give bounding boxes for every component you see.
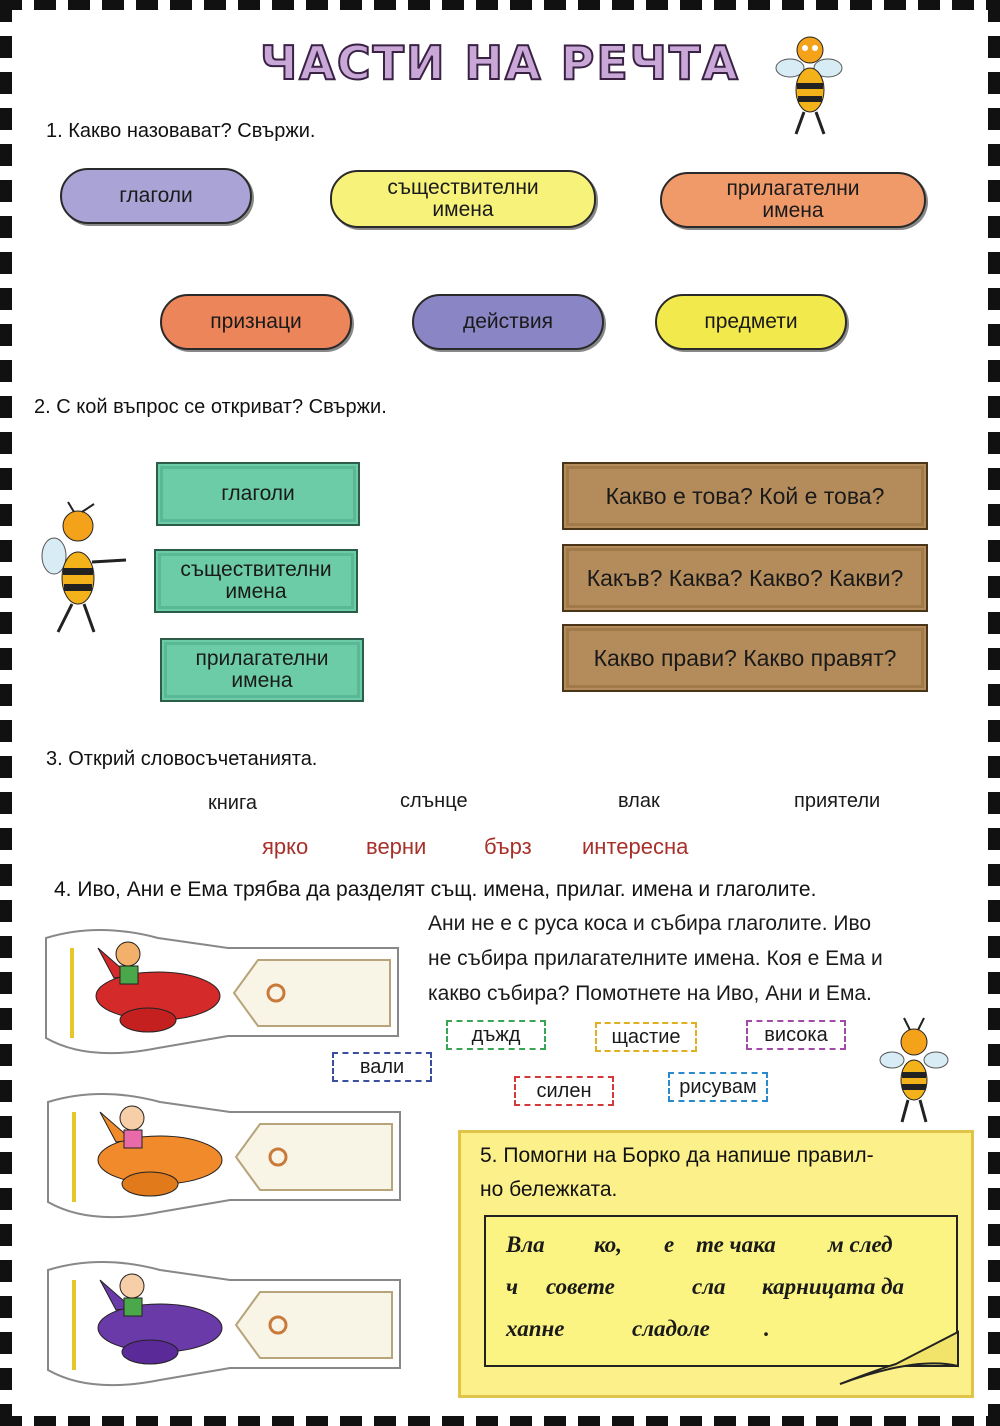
pill-objects[interactable]: предмети [655,294,847,350]
word-tag[interactable]: висока [746,1020,846,1050]
red-plane-icon [45,929,399,1055]
box-label: съществителни имена [180,557,332,603]
bee-icon [775,36,843,135]
pill-label: съществителни имена [387,175,539,221]
box-label: Какво прави? Какво правят? [593,644,897,671]
adjective-word[interactable]: ярко [262,834,309,859]
page-border-right [988,0,1000,1426]
shrugging-bee-icon [879,1017,949,1123]
pill-actions[interactable]: действия [412,294,604,350]
note-fragment[interactable]: ко, [594,1232,623,1257]
noun-word[interactable]: книга [208,792,257,814]
note-fragment[interactable]: сладоле [632,1316,710,1341]
question-box-what[interactable]: Какво е това? Кой е това? [562,462,928,530]
adjective-word[interactable]: верни [366,834,427,859]
pill-label: действия [462,309,554,333]
box-label: Какъв? Каква? Какво? Какви? [586,564,904,591]
pill-label: прилагателни имена [726,176,860,222]
purple-plane-icon [47,1261,401,1387]
note-fragment[interactable]: карницата да [762,1274,904,1299]
word-tag-label: висока [764,1023,828,1046]
question-box-does[interactable]: Какво прави? Какво правят? [562,624,928,692]
note-fragment[interactable]: сла [692,1274,726,1299]
verbs-box[interactable]: глаголи [156,462,360,526]
worksheet-title: ЧАСТИ НА РЕЧТА [259,35,740,91]
note-card [484,1215,958,1367]
pill-adjectives[interactable]: прилагателни имена [660,172,926,228]
word-tag-label: дъжд [471,1023,521,1046]
word-tag-label: вали [359,1055,405,1078]
noun-word[interactable]: слънце [400,790,468,812]
word-tag[interactable]: рисувам [668,1072,768,1102]
nouns-box[interactable]: съществителни имена [154,549,358,613]
word-tag[interactable]: щастие [595,1022,697,1052]
adjective-word[interactable]: бърз [484,834,532,859]
note-fragment[interactable]: м след [828,1232,893,1257]
adjectives-box[interactable]: прилагателни имена [160,638,364,702]
page-border-left [0,0,12,1426]
box-label: Какво е това? Кой е това? [605,482,885,509]
task4-heading: 4. Иво, Ани е Ема трябва да разделят същ… [54,878,817,901]
task3-heading: 3. Открий словосъчетанията. [46,748,318,770]
word-tag-label: щастие [611,1025,681,1048]
task4-line: какво събира? Помотнете на Иво, Ани и Ем… [428,982,872,1005]
adjective-word[interactable]: интересна [582,834,689,859]
word-tag-label: рисувам [679,1075,757,1098]
pointing-bee-icon [41,501,127,633]
box-label: прилагателни имена [195,646,329,692]
page-border-bottom [0,1416,1000,1426]
orange-plane-icon [47,1093,401,1219]
task4-line: Ани не е с руса коса и събира глаголите.… [428,912,872,935]
word-tag[interactable]: вали [332,1052,432,1082]
noun-word[interactable]: приятели [794,790,881,812]
note-fragment[interactable]: е [664,1232,675,1257]
page-border-top [0,0,1000,10]
note-fragment[interactable]: . [764,1316,770,1341]
task4-line: не събира прилагателните имена. Коя е Ем… [428,947,883,970]
word-tag[interactable]: силен [514,1076,614,1106]
task5-heading: 5. Помогни на Борко да напише правил- [480,1144,874,1167]
pill-features[interactable]: признаци [160,294,352,350]
task1-heading: 1. Какво назовават? Свържи. [46,120,316,142]
box-label: глаголи [221,481,295,505]
question-box-which[interactable]: Какъв? Каква? Какво? Какви? [562,544,928,612]
pill-label: глаголи [119,183,193,207]
noun-word[interactable]: влак [618,790,660,812]
word-tag-label: силен [536,1079,592,1102]
word-tag[interactable]: дъжд [446,1020,546,1050]
pill-label: предмети [704,309,798,333]
note-fragment[interactable]: Вла [506,1232,545,1257]
task2-heading: 2. С кой въпрос се откриват? Свържи. [34,396,387,418]
pill-verbs[interactable]: глаголи [60,168,252,224]
task5-heading: но бележката. [480,1178,618,1201]
note-fragment[interactable]: ч [506,1274,519,1299]
pill-label: признаци [210,309,302,333]
note-fragment[interactable]: те чака [696,1232,776,1257]
pill-nouns[interactable]: съществителни имена [330,170,596,228]
note-fragment[interactable]: хапне [506,1316,565,1341]
page-curl-icon [839,1330,959,1385]
note-fragment[interactable]: совете [546,1274,615,1299]
